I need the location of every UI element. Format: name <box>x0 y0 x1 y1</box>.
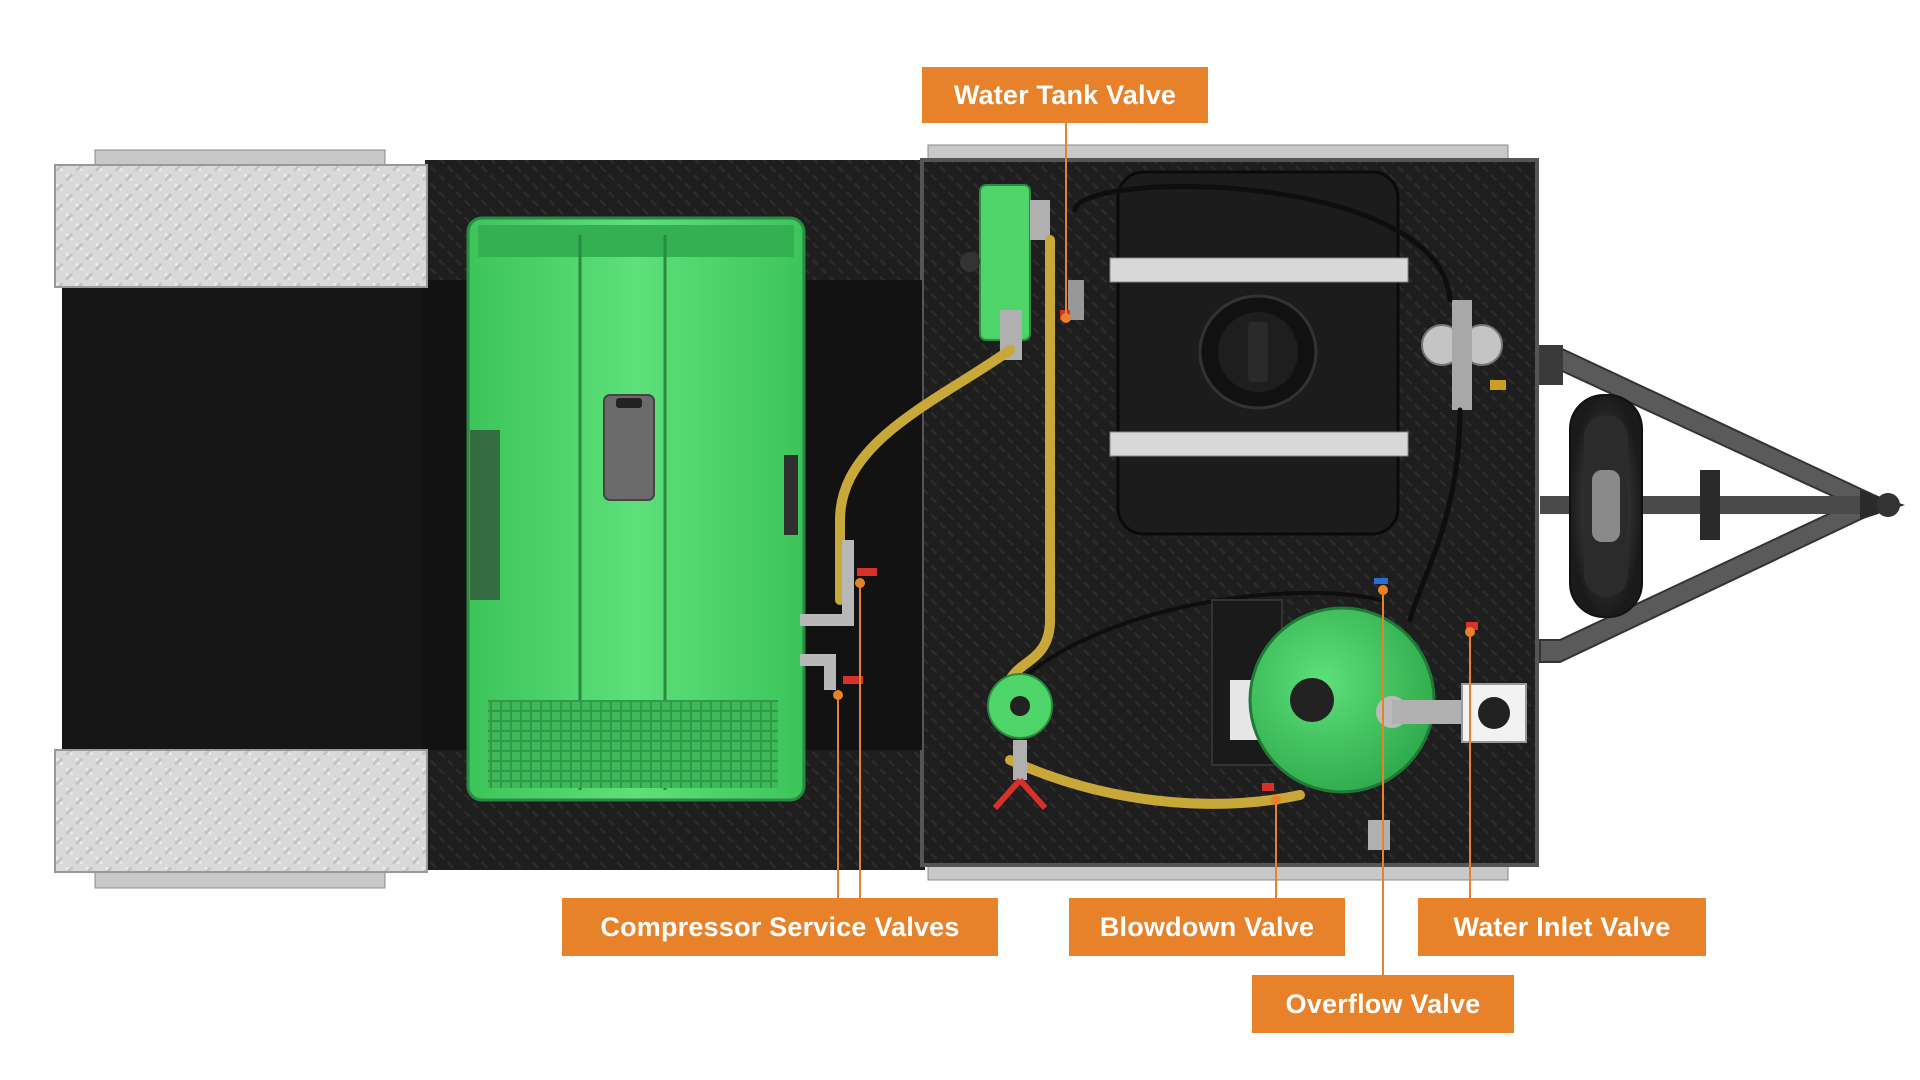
callout-water-tank-valve: Water Tank Valve <box>922 67 1208 123</box>
air-compressor <box>466 216 806 802</box>
water-tank <box>1109 170 1409 536</box>
callout-blowdown-valve: Blowdown Valve <box>1069 898 1345 956</box>
compressor-service-fittings <box>800 540 854 690</box>
callout-compressor-service-valves: Compressor Service Valves <box>562 898 998 956</box>
manifold <box>987 673 1053 810</box>
callout-overflow-valve: Overflow Valve <box>1252 975 1514 1033</box>
diamond-plate-fenders <box>54 164 428 873</box>
diaphragm-pump <box>1421 300 1506 410</box>
callout-leaders <box>833 123 1475 975</box>
water-pump <box>960 184 1084 360</box>
callout-water-inlet-valve: Water Inlet Valve <box>1418 898 1706 956</box>
spare-tire <box>1569 394 1643 618</box>
blast-pot <box>1211 599 1527 850</box>
